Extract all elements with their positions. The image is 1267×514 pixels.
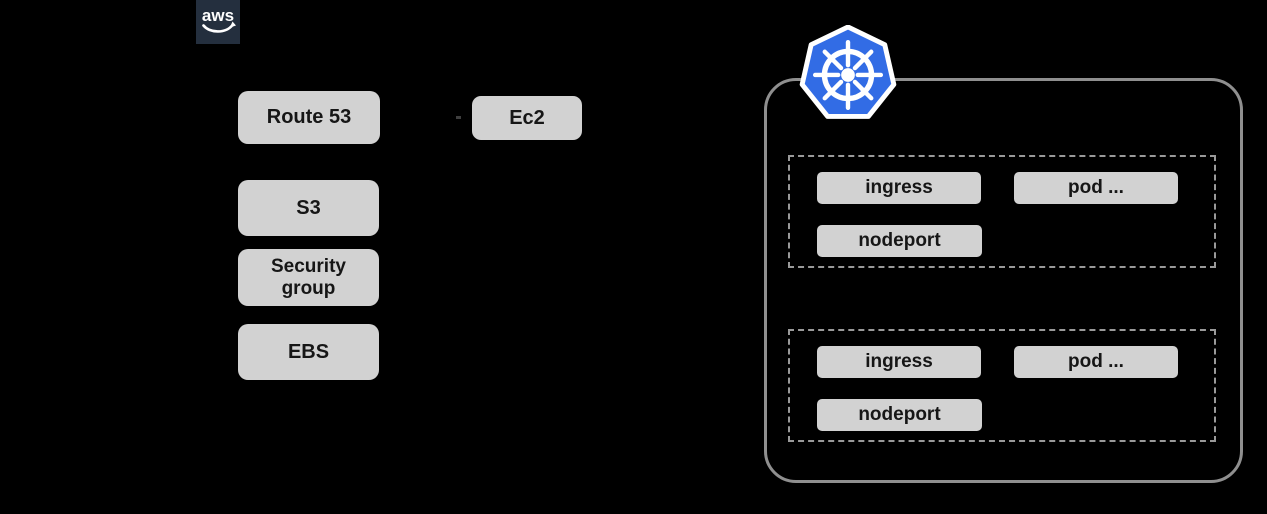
- node2-pod-label: pod ...: [1068, 351, 1124, 372]
- k8s-node-1: ingress pod ... nodeport: [788, 155, 1216, 268]
- k8s-cluster-frame: [764, 78, 1243, 483]
- node2-ingress-label: ingress: [865, 351, 933, 372]
- aws-smile-arrowhead: [229, 21, 236, 28]
- node1-nodeport: nodeport: [817, 225, 982, 257]
- node2-ingress: ingress: [817, 346, 981, 378]
- aws-logo-text: aws: [202, 6, 234, 25]
- node-ec2: Ec2: [472, 96, 582, 140]
- node-s3: S3: [238, 180, 379, 236]
- node-ec2-label: Ec2: [509, 106, 545, 129]
- node1-pod: pod ...: [1014, 172, 1178, 204]
- node2-nodeport: nodeport: [817, 399, 982, 431]
- node2-pod: pod ...: [1014, 346, 1178, 378]
- node1-ingress: ingress: [817, 172, 981, 204]
- node-route53-label: Route 53: [266, 106, 352, 128]
- aws-logo: aws: [196, 0, 240, 44]
- node-ebs: EBS: [238, 324, 379, 380]
- node-security-group: Security group: [238, 249, 379, 306]
- k8s-wheel-hub: [841, 68, 855, 82]
- node2-nodeport-label: nodeport: [858, 404, 941, 425]
- node-route53: Route 53: [238, 91, 380, 144]
- node-security-group-label: Security group: [271, 255, 346, 299]
- node1-pod-label: pod ...: [1068, 177, 1124, 198]
- k8s-wheel-ring: [821, 48, 875, 102]
- aws-logo-icon: aws: [202, 6, 236, 33]
- node-ebs-label: EBS: [287, 340, 330, 363]
- k8s-node-2: ingress pod ... nodeport: [788, 329, 1216, 442]
- node1-nodeport-label: nodeport: [858, 230, 941, 251]
- node-s3-label: S3: [296, 196, 321, 219]
- kubernetes-helm-icon: [799, 25, 897, 119]
- node1-ingress-label: ingress: [865, 177, 933, 198]
- kubernetes-icon: [799, 25, 897, 123]
- connector-mark: [456, 116, 461, 119]
- aws-smile-arrow: [202, 23, 234, 33]
